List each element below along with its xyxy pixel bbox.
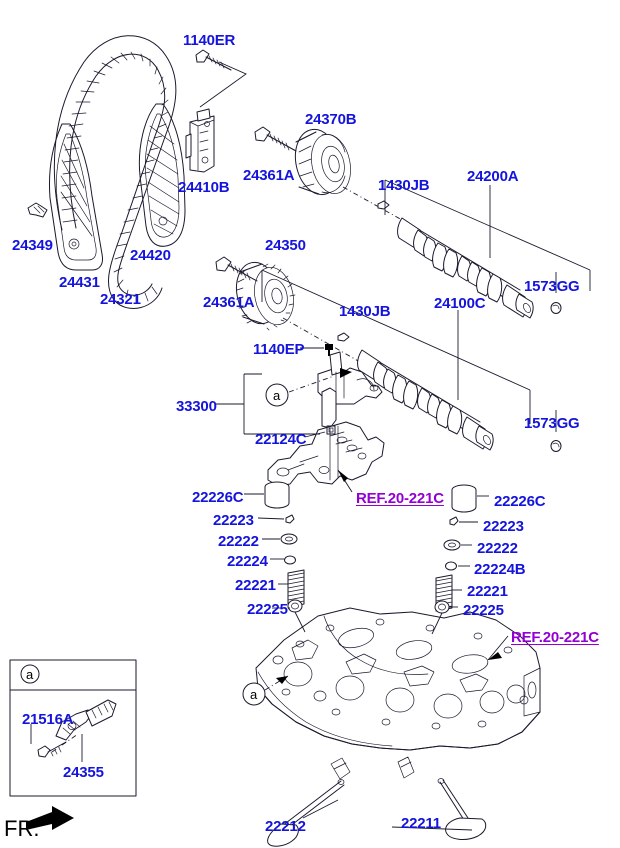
part-label-33300: 33300 (176, 398, 217, 415)
callout-letter-a-head: a (250, 687, 258, 702)
fr-arrow-icon (26, 806, 74, 830)
tensioner-arm-art (49, 123, 103, 271)
reference-label-lower: REF.20-221C (511, 629, 599, 646)
part-label-24370B: 24370B (305, 111, 357, 128)
callout-a-head-art (242, 675, 289, 706)
part-label-22221-right: 22221 (467, 583, 508, 600)
sprocket-bolt-lower-art (215, 256, 258, 282)
intake-valve-art (397, 756, 487, 840)
detail-box-letter-a: a (26, 667, 34, 682)
detail-bolt-art (37, 741, 67, 758)
chain-guide-art (138, 103, 186, 247)
ocv-valve-art (55, 699, 117, 741)
part-label-22224-left: 22224 (227, 553, 268, 570)
valve-parts-right (434, 484, 489, 614)
part-label-24200A: 24200A (467, 168, 519, 185)
part-label-1140EP: 1140EP (253, 341, 305, 358)
detail-part-label-21516A: 21516A (22, 711, 74, 728)
part-label-22212: 22212 (265, 818, 306, 835)
callout-a-hla-art (265, 375, 335, 407)
part-label-22223-right: 22223 (483, 518, 524, 535)
part-label-24321: 24321 (100, 291, 141, 308)
intake-camshaft-art (282, 317, 562, 452)
part-label-24350: 24350 (265, 237, 306, 254)
part-label-24349: 24349 (12, 237, 53, 254)
part-label-24361A-upper: 24361A (243, 167, 295, 184)
pump-assembly-art (317, 351, 383, 435)
part-label-24361A-lower: 24361A (203, 294, 255, 311)
part-label-22225-left: 22225 (247, 601, 288, 618)
part-label-22223-left: 22223 (213, 512, 254, 529)
part-label-1430JB-lower: 1430JB (339, 303, 391, 320)
sprocket-bolt-upper-art (254, 126, 297, 152)
valve-parts-left (244, 481, 305, 613)
part-label-22211: 22211 (401, 815, 441, 832)
cvvt-intake-sprocket-art (235, 261, 296, 331)
part-label-1140ER: 1140ER (183, 32, 236, 49)
reference-label-upper: REF.20-221C (356, 490, 444, 507)
cvvt-exhaust-sprocket-art (294, 128, 351, 196)
cylinder-head-art (255, 607, 541, 751)
exhaust-valve-art (267, 757, 351, 847)
part-label-22222-left: 22222 (218, 533, 259, 550)
part-label-1573GG-lower: 1573GG (524, 415, 580, 432)
detail-box-art (9, 659, 137, 797)
timing-chain-art (53, 35, 177, 309)
part-label-22221-left: 22221 (235, 577, 276, 594)
part-label-24431: 24431 (59, 274, 100, 291)
valve-spring-left-art (287, 569, 305, 608)
callout-letter-a-hla: a (273, 388, 281, 403)
part-label-22124C: 22124C (255, 431, 307, 448)
part-label-22225-right: 22225 (463, 602, 504, 619)
part-label-24100C: 24100C (434, 295, 486, 312)
part-label-22226C-right: 22226C (494, 493, 546, 510)
part-label-22224B-right: 22224B (474, 561, 526, 578)
part-label-22226C-left: 22226C (192, 489, 244, 506)
part-label-1573GG-upper: 1573GG (524, 278, 580, 295)
detail-part-label-24355: 24355 (63, 764, 104, 781)
bolt-1140ER-art (195, 49, 232, 71)
bolt-1140EP-art (300, 344, 333, 356)
chain-tensioner-art (185, 108, 215, 173)
part-label-1430JB-upper: 1430JB (378, 177, 430, 194)
cam-carrier-art (267, 421, 385, 487)
exhaust-camshaft-art (342, 186, 562, 319)
part-label-24410B: 24410B (178, 179, 230, 196)
chain-guide-bolt-art (27, 202, 48, 218)
part-label-24420: 24420 (130, 247, 171, 264)
part-label-22222-right: 22222 (477, 540, 518, 557)
orientation-marker-fr: FR. (4, 816, 40, 841)
